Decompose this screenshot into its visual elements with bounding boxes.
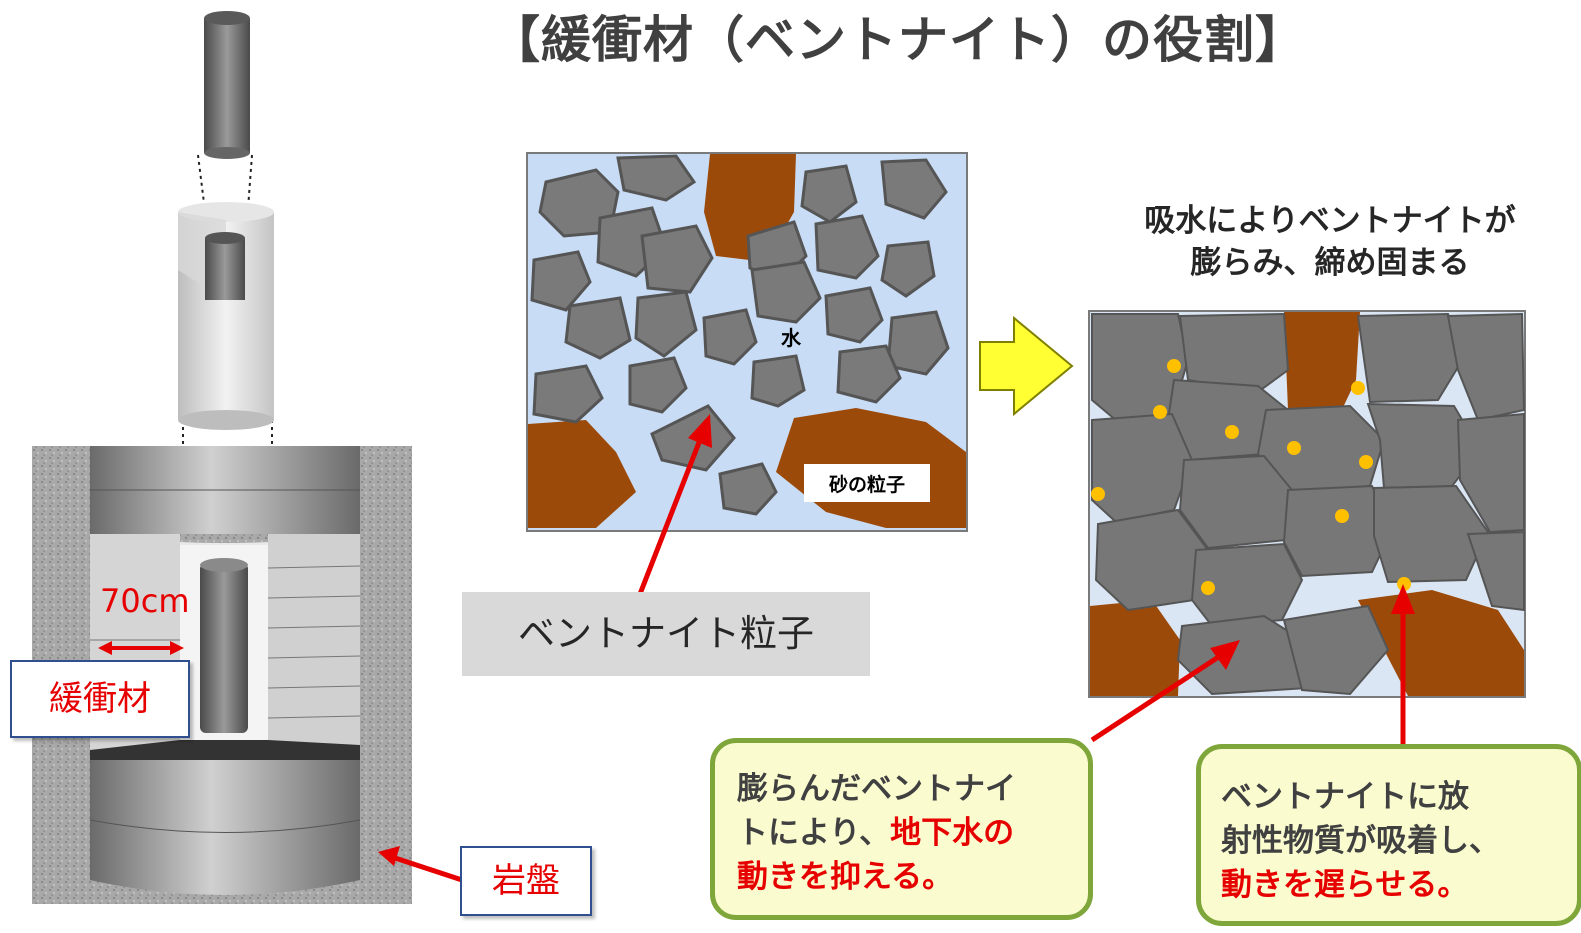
callout-left-line3: 動きを抑える。 <box>737 859 954 895</box>
after-caption-line1: 吸水によりベントナイトが <box>1144 203 1516 239</box>
sand-particle-after <box>1090 312 1524 696</box>
callout-right-line2: 射性物質が吸着し、 <box>1221 823 1500 859</box>
water-label: 水 <box>781 326 802 350</box>
transition-arrow <box>979 315 1074 417</box>
callout-left-line1: 膨らんだベントナイ <box>737 771 1016 807</box>
callout-adsorption: ベントナイトに放 射性物質が吸着し、 動きを遅らせる。 <box>1196 744 1581 926</box>
overpack <box>178 202 274 430</box>
radionuclide-dots <box>1091 359 1411 595</box>
callout-groundwater: 膨らんだベントナイ トにより、地下水の 動きを抑える。 <box>710 738 1093 920</box>
callout-right-line3: 動きを遅らせる。 <box>1221 867 1469 903</box>
bentonite-particle-label: ベントナイト粒子 <box>462 592 870 676</box>
callout-left-line2-text: トにより、 <box>737 815 891 851</box>
buffer-material-label: 緩衝材 <box>10 660 190 738</box>
bedrock-label: 岩盤 <box>460 846 592 916</box>
page-title: 【緩衝材（ベントナイト）の役割】 <box>490 11 1306 69</box>
after-caption: 吸水によりベントナイトが 膨らみ、締め固まる <box>1090 200 1570 284</box>
sand-label: 砂の粒子 <box>829 473 905 496</box>
canister-top <box>204 11 250 159</box>
callout-left-line2: トにより、地下水の <box>737 811 1070 855</box>
after-caption-line2: 膨らみ、締め固まる <box>1190 245 1470 281</box>
callout-right-line1: ベントナイトに放 <box>1221 779 1469 815</box>
right-callout-arrow <box>1391 584 1415 748</box>
dimension-label: 70cm <box>100 582 190 620</box>
after-swelling-panel <box>1088 310 1526 698</box>
callout-left-highlight-1: 地下水の <box>890 815 1015 851</box>
bentonite-particles <box>530 154 950 516</box>
bedrock-arrow <box>378 846 463 883</box>
left-callout-arrow <box>1090 640 1240 743</box>
dimension-arrow <box>98 641 184 655</box>
bentonite-pointer-arrow <box>637 414 712 595</box>
callout-arrows <box>1090 584 1415 748</box>
disposal-pit-illustration <box>32 11 463 904</box>
before-swelling-panel: 水 砂の粒子 <box>526 152 968 532</box>
sand-label-box <box>804 464 930 502</box>
swollen-bentonite-particles <box>1091 312 1526 696</box>
